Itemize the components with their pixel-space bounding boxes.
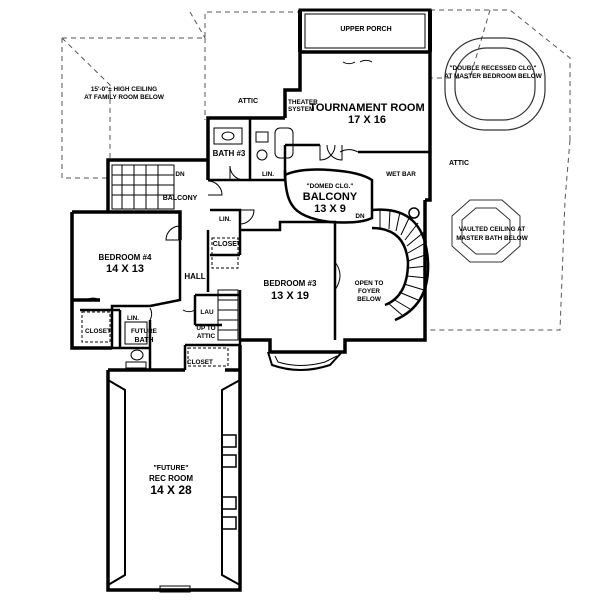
stair-top-left <box>111 164 175 210</box>
recessed-clg-note-1: "DOUBLE RECESSED CLG." <box>449 65 536 72</box>
laundry-label: LAU <box>200 309 214 316</box>
upper-porch <box>298 8 432 54</box>
future-bath-label-2: BATH <box>135 337 154 344</box>
rec-room-label: REC ROOM <box>149 474 193 483</box>
bedroom4-label: BEDROOM #4 <box>99 253 152 262</box>
curved-staircase <box>371 207 430 322</box>
vaulted-ceiling-octagon <box>451 199 521 263</box>
rec-room-niches <box>107 379 241 593</box>
bath-fixtures <box>81 127 294 369</box>
rec-future-label: "FUTURE" <box>153 465 188 472</box>
lin-left-label: LIN. <box>127 315 139 322</box>
attic-label-left: ATTIC <box>238 98 258 105</box>
closet-left-label: CLOSET <box>85 328 111 335</box>
dn-label-top: DN <box>175 171 185 178</box>
bay-window <box>267 351 343 371</box>
bedroom4-size: 14 X 13 <box>106 263 144 275</box>
balcony-left-label: BALCONY <box>163 195 198 202</box>
interior-walls <box>80 118 430 372</box>
domed-clg-label: "DOMED CLG." <box>307 183 354 190</box>
balcony-size: 13 X 9 <box>314 203 346 215</box>
vaulted-clg-note-1: VAULTED CEILING AT <box>459 226 526 233</box>
closet-lower-label: CLOSET <box>187 359 213 366</box>
rec-room-size: 14 X 28 <box>150 483 192 497</box>
closet-mid-label: CLOSET <box>213 241 242 248</box>
high-ceiling-note-2: AT FAMILY ROOM BELOW <box>84 94 165 101</box>
dn-stair-label: DN <box>355 213 365 220</box>
bath3-label: BATH #3 <box>213 149 246 158</box>
exterior-walls <box>70 50 432 592</box>
attic-label-right: ATTIC <box>449 160 469 167</box>
wet-bar-label: WET BAR <box>386 171 416 178</box>
door-swings <box>85 59 373 321</box>
vaulted-clg-note-2: MASTER BATH BELOW <box>456 235 529 242</box>
balcony-label: BALCONY <box>303 191 358 203</box>
attic-stair <box>217 289 239 341</box>
roof-outline-dashed <box>61 9 571 331</box>
theater-label: THEATER <box>288 99 318 106</box>
hall-label: HALL <box>184 272 205 281</box>
tournament-room-label: TOURNAMENT ROOM <box>309 102 424 114</box>
future-bath-label-1: FUTURE <box>131 328 158 335</box>
lin-mid-label: LIN. <box>219 216 231 223</box>
upper-porch-label: UPPER PORCH <box>340 26 391 33</box>
open-foyer-label-2: FOYER <box>358 288 380 295</box>
recessed-clg-note-2: AT MASTER BEDROOM BELOW <box>444 73 542 80</box>
open-foyer-label-3: BELOW <box>357 296 382 303</box>
bedroom3-label: BEDROOM #3 <box>264 279 317 288</box>
tournament-room-size: 17 X 16 <box>348 114 386 126</box>
high-ceiling-note-1: 15'-0"± HIGH CEILING <box>91 86 157 93</box>
bedroom3-size: 13 X 19 <box>271 290 309 302</box>
open-foyer-label-1: OPEN TO <box>355 280 384 287</box>
recessed-ceiling-oval <box>444 37 546 131</box>
up-to-attic-label-1: UP TO <box>196 325 215 332</box>
up-to-attic-label-2: ATTIC <box>197 333 216 340</box>
system-label: SYSTEM <box>288 106 314 113</box>
lin-bath-label: LIN. <box>262 171 274 178</box>
